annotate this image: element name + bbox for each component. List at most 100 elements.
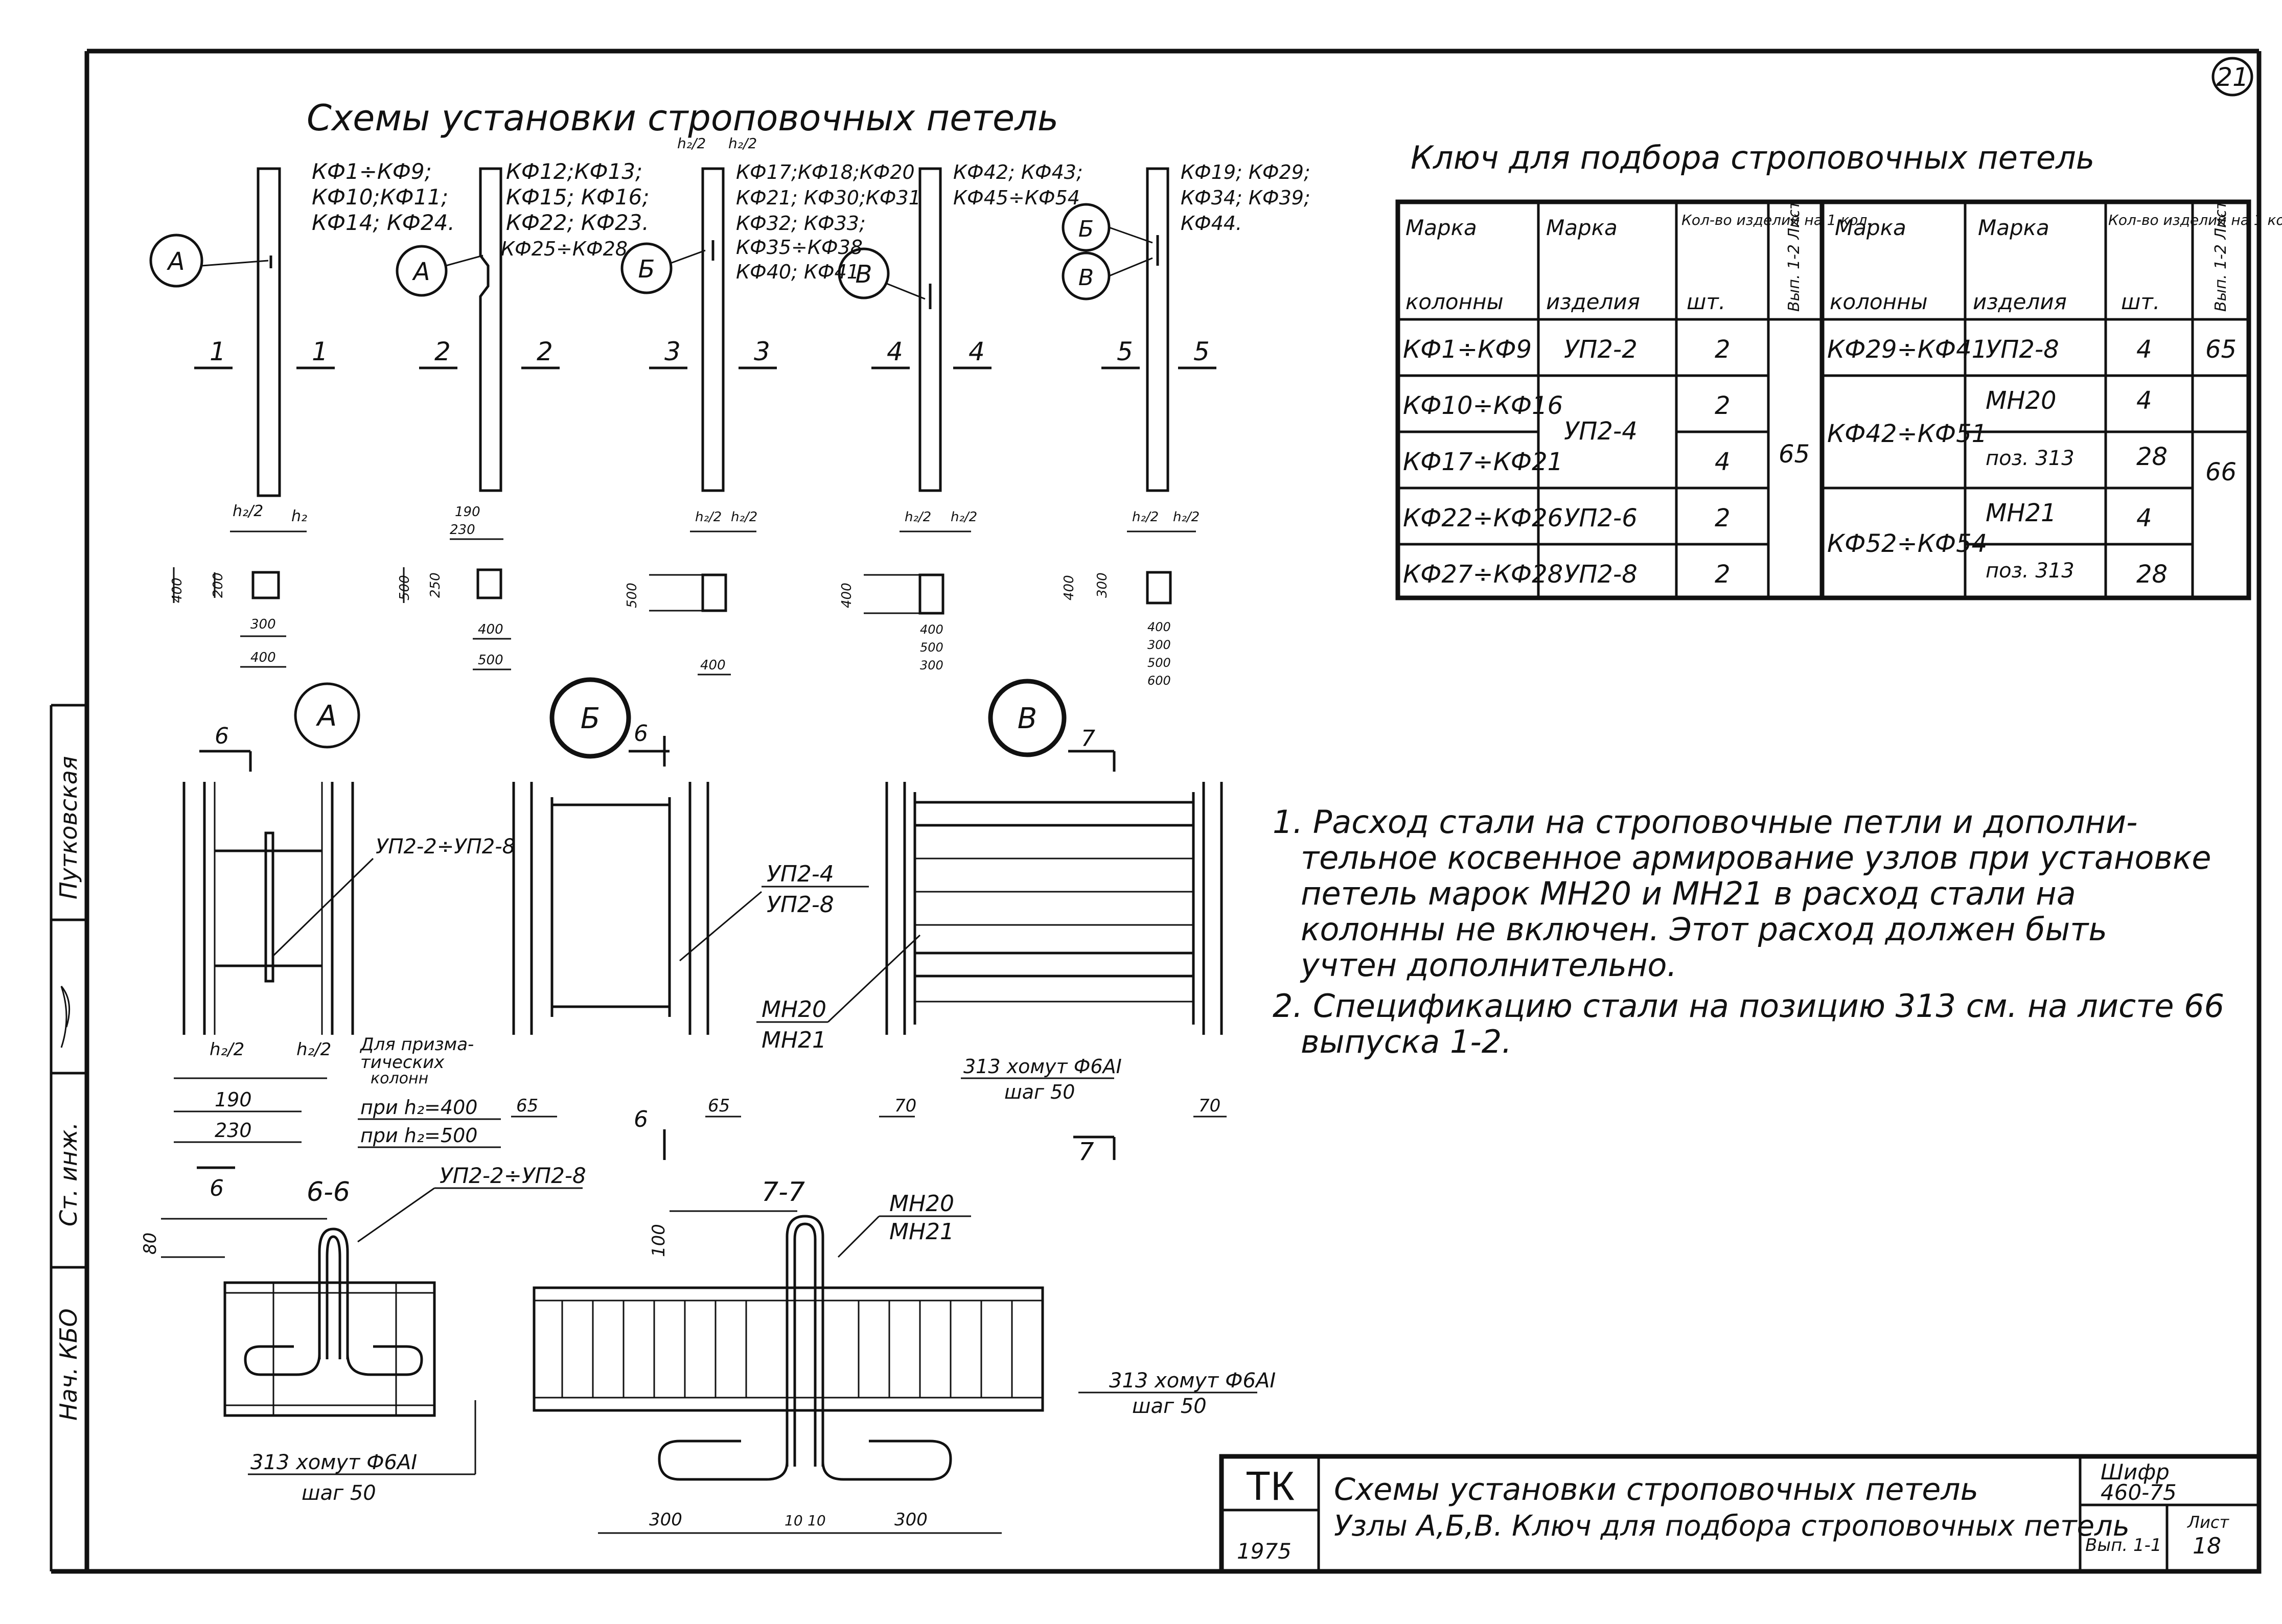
svg-text:6: 6 bbox=[210, 1175, 224, 1201]
svg-text:Узлы А,Б,В. Ключ для подбора с: Узлы А,Б,В. Ключ для подбора строповочны… bbox=[1334, 1510, 2130, 1543]
svg-text:Кол-во изделий на 1 кол.: Кол-во изделий на 1 кол. bbox=[1681, 212, 1872, 228]
svg-text:КФ19; КФ29;: КФ19; КФ29; bbox=[1181, 161, 1310, 183]
svg-text:300: 300 bbox=[1147, 638, 1171, 652]
svg-text:Вып. 1-1: Вып. 1-1 bbox=[2085, 1535, 2162, 1556]
svg-text:400: 400 bbox=[170, 577, 185, 603]
svg-text:500: 500 bbox=[397, 575, 412, 600]
svg-text:200: 200 bbox=[211, 572, 226, 598]
svg-text:КФ27÷КФ28: КФ27÷КФ28 bbox=[1403, 560, 1563, 589]
svg-text:400: 400 bbox=[839, 583, 855, 608]
svg-text:КФ25÷КФ28: КФ25÷КФ28 bbox=[501, 238, 628, 260]
signature-scribble bbox=[60, 986, 71, 1048]
svg-text:МН21: МН21 bbox=[889, 1219, 954, 1245]
svg-text:21: 21 bbox=[2216, 62, 2249, 92]
svg-text:шт.: шт. bbox=[2121, 289, 2160, 314]
svg-text:70: 70 bbox=[1198, 1096, 1220, 1116]
svg-text:шаг 50: шаг 50 bbox=[1132, 1395, 1207, 1418]
svg-text:1. Расход стали на строповочны: 1. Расход стали на строповочные петли и … bbox=[1273, 803, 2138, 841]
column-scheme-3: h₂/2 h₂/2 КФ17;КФ18;КФ20 КФ21; КФ30;КФ31… bbox=[620, 135, 928, 676]
svg-text:поз. 313: поз. 313 bbox=[1986, 447, 2074, 470]
svg-text:2: 2 bbox=[1715, 335, 1731, 364]
svg-text:65: 65 bbox=[516, 1096, 538, 1116]
svg-text:Кол-во изделий на 1 кол.: Кол-во изделий на 1 кол. bbox=[2108, 212, 2282, 228]
section-6-6: 6-6 УП2-2÷УП2-8 80 313 хомут Ф6АI шаг 50 bbox=[140, 1163, 586, 1505]
svg-text:КФ22÷КФ26: КФ22÷КФ26 bbox=[1403, 504, 1563, 532]
svg-text:h₂/2: h₂/2 bbox=[905, 509, 931, 525]
svg-text:шаг 50: шаг 50 bbox=[302, 1481, 376, 1505]
svg-text:Марка: Марка bbox=[1546, 215, 1618, 240]
svg-text:500: 500 bbox=[920, 640, 943, 655]
svg-text:КФ22; КФ23.: КФ22; КФ23. bbox=[506, 210, 649, 235]
svg-text:Б: Б bbox=[638, 255, 655, 284]
svg-text:при h₂=500: при h₂=500 bbox=[360, 1124, 477, 1147]
svg-text:петель марок МН20 и МН21 в рас: петель марок МН20 и МН21 в расход стали … bbox=[1301, 875, 2076, 912]
svg-text:5: 5 bbox=[1193, 337, 1210, 366]
svg-text:5: 5 bbox=[1117, 337, 1133, 366]
svg-text:h₂/2: h₂/2 bbox=[728, 135, 757, 152]
main-title: Схемы установки строповочных петель bbox=[307, 97, 1058, 139]
svg-text:100: 100 bbox=[649, 1224, 669, 1257]
svg-text:А: А bbox=[412, 258, 430, 286]
notes: 1. Расход стали на строповочные петли и … bbox=[1273, 803, 2224, 1060]
svg-text:Схемы установки строповочных п: Схемы установки строповочных петель bbox=[1334, 1472, 1978, 1507]
svg-text:УП2-8: УП2-8 bbox=[767, 892, 834, 918]
svg-text:КФ45÷КФ54: КФ45÷КФ54 bbox=[953, 187, 1080, 209]
svg-text:190: 190 bbox=[215, 1088, 252, 1111]
svg-text:УП2-2÷УП2-8: УП2-2÷УП2-8 bbox=[376, 835, 515, 859]
key-table-title: Ключ для подбора строповочных петель bbox=[1411, 139, 2094, 176]
svg-text:КФ32; КФ33;: КФ32; КФ33; bbox=[736, 212, 866, 235]
svg-text:4: 4 bbox=[2136, 504, 2152, 532]
svg-text:3: 3 bbox=[664, 337, 681, 366]
svg-text:КФ42; КФ43;: КФ42; КФ43; bbox=[953, 161, 1083, 183]
svg-text:А: А bbox=[167, 247, 185, 276]
svg-text:4: 4 bbox=[1715, 448, 1731, 476]
svg-text:600: 600 bbox=[1147, 674, 1171, 688]
svg-text:300: 300 bbox=[1095, 572, 1110, 598]
svg-text:Лист: Лист bbox=[2187, 1513, 2229, 1532]
svg-text:КФ1÷КФ9;: КФ1÷КФ9; bbox=[312, 159, 432, 184]
svg-text:h₂/2: h₂/2 bbox=[1132, 509, 1159, 525]
svg-text:колонн: колонн bbox=[371, 1070, 428, 1087]
svg-text:Б: Б bbox=[1078, 216, 1094, 242]
svg-text:Вып. 1-2 Лист: Вып. 1-2 Лист bbox=[1785, 200, 1803, 312]
svg-text:КФ52÷КФ54: КФ52÷КФ54 bbox=[1827, 529, 1987, 558]
svg-text:колонны: колонны bbox=[1405, 289, 1504, 314]
svg-text:МН20: МН20 bbox=[762, 996, 826, 1023]
svg-text:4: 4 bbox=[887, 337, 903, 366]
svg-text:230: 230 bbox=[450, 522, 475, 538]
section-7-7: 7-7 МН20 МН21 100 313 хомут Ф6АI bbox=[533, 1177, 1276, 1534]
svg-text:КФ34; КФ39;: КФ34; КФ39; bbox=[1181, 187, 1310, 209]
svg-text:230: 230 bbox=[215, 1119, 252, 1142]
svg-text:КФ17÷КФ21: КФ17÷КФ21 bbox=[1403, 448, 1563, 476]
svg-text:190: 190 bbox=[455, 504, 480, 520]
svg-text:КФ21; КФ30;КФ31;: КФ21; КФ30;КФ31; bbox=[736, 187, 928, 209]
key-table: Марка колонны Марка изделия Кол-во издел… bbox=[1395, 199, 2282, 600]
svg-text:тельное косвенное армирование: тельное косвенное армирование узлов при … bbox=[1301, 839, 2211, 876]
svg-text:изделия: изделия bbox=[1546, 289, 1640, 314]
svg-text:В: В bbox=[856, 260, 872, 289]
node-v: В 7 МН20 МН21 313 хомут Ф6АI шаг 50 70 7… bbox=[756, 679, 1227, 1166]
svg-text:УП2-6: УП2-6 bbox=[1564, 504, 1638, 532]
svg-text:МН21: МН21 bbox=[762, 1027, 826, 1053]
svg-text:Б: Б bbox=[581, 702, 600, 735]
svg-text:Марка: Марка bbox=[1835, 215, 1906, 240]
svg-text:6: 6 bbox=[634, 1106, 648, 1132]
svg-text:h₂/2: h₂/2 bbox=[695, 509, 722, 525]
svg-text:h₂/2: h₂/2 bbox=[951, 509, 977, 525]
svg-text:80: 80 bbox=[140, 1233, 160, 1255]
column-scheme-5: КФ19; КФ29; КФ34; КФ39; КФ44. Б В 5 5 h₂… bbox=[1062, 161, 1310, 688]
column-scheme-2: КФ12;КФ13; КФ15; КФ16; КФ22; КФ23. КФ25÷… bbox=[396, 159, 650, 670]
svg-text:КФ35÷КФ38: КФ35÷КФ38 bbox=[736, 236, 863, 259]
svg-text:УП2-2÷УП2-8: УП2-2÷УП2-8 bbox=[440, 1163, 586, 1188]
svg-text:h₂/2: h₂/2 bbox=[296, 1039, 331, 1060]
svg-text:10: 10 bbox=[808, 1512, 826, 1529]
svg-text:3: 3 bbox=[754, 337, 770, 366]
svg-text:Марка: Марка bbox=[1978, 215, 2049, 240]
svg-text:400: 400 bbox=[478, 622, 503, 637]
svg-text:КФ42÷КФ51: КФ42÷КФ51 bbox=[1827, 420, 1987, 448]
svg-text:выпуска 1-2.: выпуска 1-2. bbox=[1301, 1023, 1512, 1060]
svg-text:4: 4 bbox=[2136, 386, 2152, 415]
svg-text:400: 400 bbox=[700, 658, 726, 673]
svg-text:КФ15; КФ16;: КФ15; КФ16; bbox=[506, 184, 650, 210]
svg-text:10: 10 bbox=[785, 1512, 803, 1529]
